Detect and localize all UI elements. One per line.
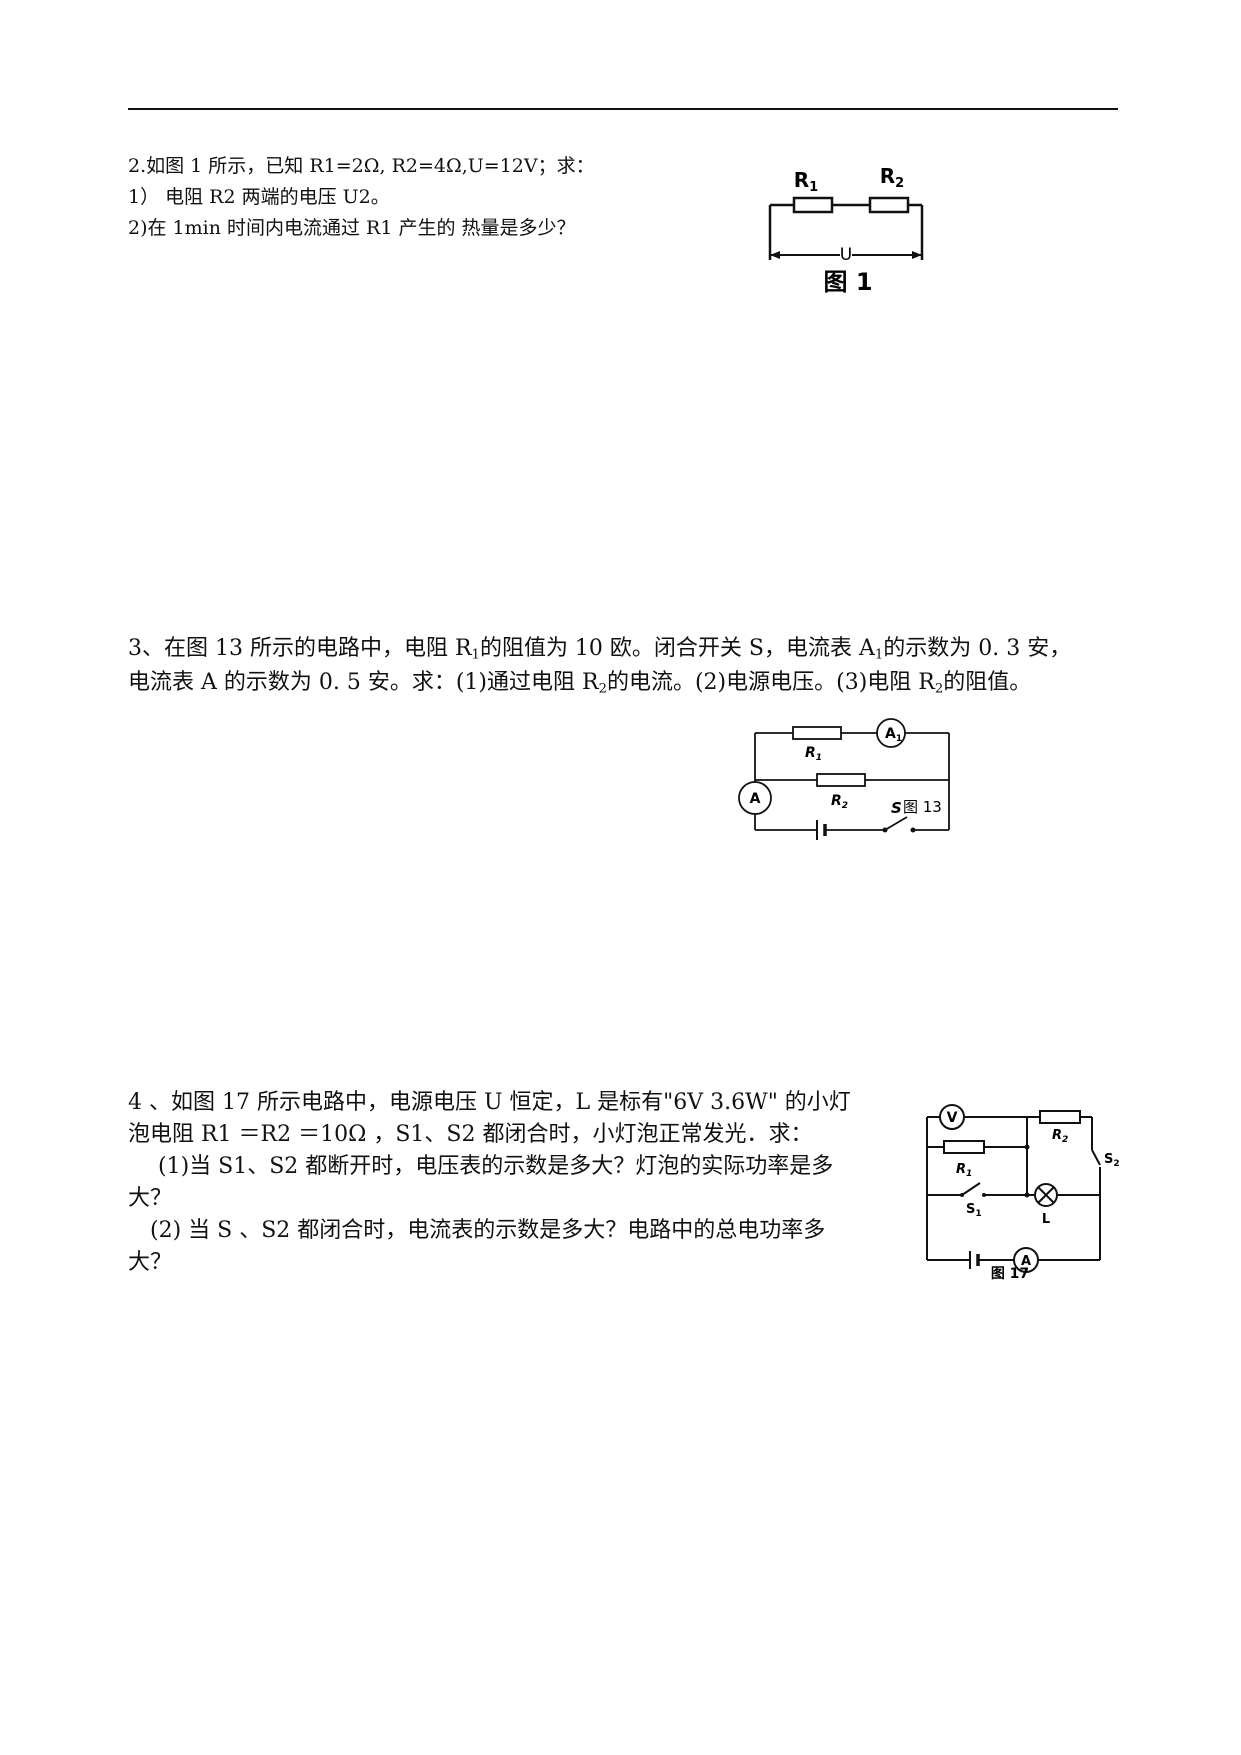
- fig13-caption: 图 13: [903, 798, 942, 816]
- q4-part1: (1)当 S1、S2 都断开时，电压表的示数是多大？灯泡的实际功率是多: [158, 1154, 834, 1179]
- fig1-u-label: U: [840, 245, 852, 265]
- fig17-switch-s1: [961, 1182, 981, 1196]
- q2-stem: 2.如图 1 所示，已知 R1=2Ω, R2=4Ω,U=12V；求：: [128, 155, 595, 177]
- q4-stem-line2: 泡电阻 R1 ＝R2 ＝10Ω ，S1、S2 都闭合时，小灯泡正常发光．求：: [128, 1122, 813, 1147]
- fig13-resistor-r2: [816, 773, 866, 787]
- fig1-r2-label: R2: [880, 164, 904, 191]
- fig1-resistor-r1: [792, 196, 834, 214]
- fig17-a-label: A: [1021, 1254, 1031, 1269]
- q3-stem-line2: 电流表 A 的示数为 0. 5 安。求：(1)通过电阻 R2的电流。(2)电源电…: [128, 670, 1032, 697]
- fig13-resistor-r1: [792, 726, 842, 740]
- q4-part2-cont: 大？: [128, 1250, 173, 1275]
- q3-stem-line1: 3、在图 13 所示的电路中，电阻 R1的阻值为 10 欧。闭合开关 S，电流表…: [128, 636, 1072, 663]
- fig17-r2-label: R2: [1052, 1128, 1068, 1145]
- q2-part1: 1） 电阻 R2 两端的电压 U2。: [128, 186, 390, 208]
- q4-part2: (2) 当 S 、S2 都闭合时，电流表的示数是多大？电路中的总电功率多: [150, 1218, 826, 1243]
- fig17-s1-label: S1: [966, 1202, 982, 1219]
- fig1-r1-label: R1: [794, 168, 818, 195]
- fig17-s2-label: S2: [1104, 1152, 1120, 1169]
- fig17-resistor-r2: [1039, 1110, 1081, 1124]
- fig13-a1-label: A1: [885, 726, 902, 744]
- fig1-caption: 图 1: [823, 268, 872, 296]
- fig17-switch-s2: [1091, 1149, 1101, 1166]
- q4-part1-cont: 大？: [128, 1186, 173, 1211]
- q4-stem-line1: 4 、如图 17 所示电路中，电源电压 U 恒定，L 是标有"6V 3.6W" …: [128, 1090, 851, 1115]
- fig17-caption: 图 17: [991, 1266, 1029, 1282]
- fig13-r2-label: R2: [831, 793, 848, 811]
- fig17-l-label: L: [1042, 1212, 1050, 1227]
- fig17-r1-label: R1: [956, 1162, 972, 1179]
- fig17-resistor-r1: [943, 1140, 985, 1154]
- figure-13-circuit: R1 R2 A1 A S 图 13: [738, 718, 950, 840]
- fig13-s-label: S: [891, 799, 902, 817]
- fig13-switch: [884, 816, 908, 831]
- fig13-r1-label: R1: [805, 745, 822, 763]
- fig17-v-label: V: [947, 1110, 958, 1126]
- fig13-a-label: A: [750, 791, 761, 807]
- q2-part2: 2)在 1min 时间内电流通过 R1 产生的 热量是多少？: [128, 217, 576, 239]
- figure-1-circuit: R1 R2 U 图 1: [768, 164, 924, 296]
- header-rule: [128, 108, 1118, 110]
- fig1-resistor-r2: [868, 196, 910, 214]
- figure-17-circuit: V R2 R1 S1 S2 L A 图 17: [926, 1104, 1120, 1282]
